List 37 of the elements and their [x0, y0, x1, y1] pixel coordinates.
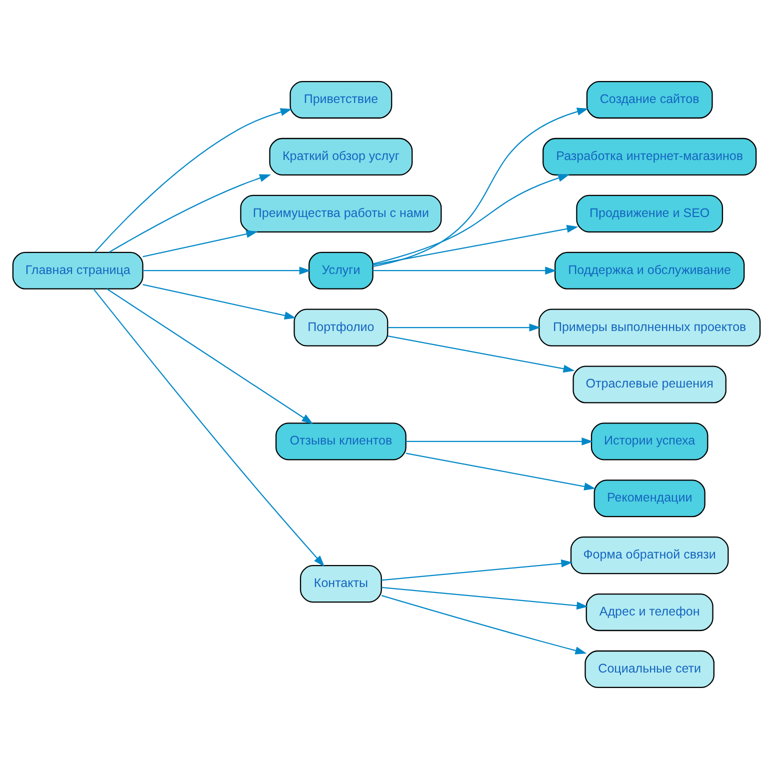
node-box: Рекомендации [594, 479, 706, 517]
node-box: Адрес и телефон [586, 592, 714, 631]
arrow [108, 174, 271, 252]
arrow [142, 283, 296, 319]
arrow [388, 335, 575, 372]
node-box: Преимущества работы с нами [240, 194, 442, 232]
node-box: Портфолио [294, 308, 388, 346]
arrow [381, 586, 588, 610]
node-box: Форма обратной связи [570, 536, 729, 574]
arrow [406, 436, 594, 445]
node-box: Услуги [308, 251, 374, 289]
node-box: Истории успеха [590, 422, 708, 460]
node-box: Контакты [300, 564, 382, 602]
arrow [142, 230, 258, 257]
node-box: Разработка интернет-магазинов [542, 137, 757, 176]
arrow [372, 107, 588, 267]
arrow [94, 108, 292, 252]
arrow [106, 288, 314, 424]
node-box: Главная страница [12, 251, 144, 289]
node-box: Продвижение и SEO [576, 194, 724, 232]
arrow [381, 594, 587, 654]
node-box: Примеры выполненных проектов [538, 308, 761, 346]
arrow [388, 323, 541, 332]
node-box: Создание сайтов [586, 80, 713, 118]
arrow [406, 452, 596, 490]
arrow [142, 266, 311, 274]
node-box: Отзывы клиентов [275, 422, 406, 460]
arrow [381, 558, 573, 580]
node-box: Краткий обзор услуг [269, 137, 413, 176]
arrow [372, 266, 557, 274]
node-box: Социальные сети [584, 650, 714, 688]
arrow [93, 288, 325, 566]
node-box: Приветствие [290, 80, 392, 118]
node-box: Отраслевые решения [572, 365, 726, 403]
arrow [372, 174, 570, 264]
node-box: Поддержка и обслуживание [554, 251, 745, 289]
arrow [372, 224, 578, 265]
